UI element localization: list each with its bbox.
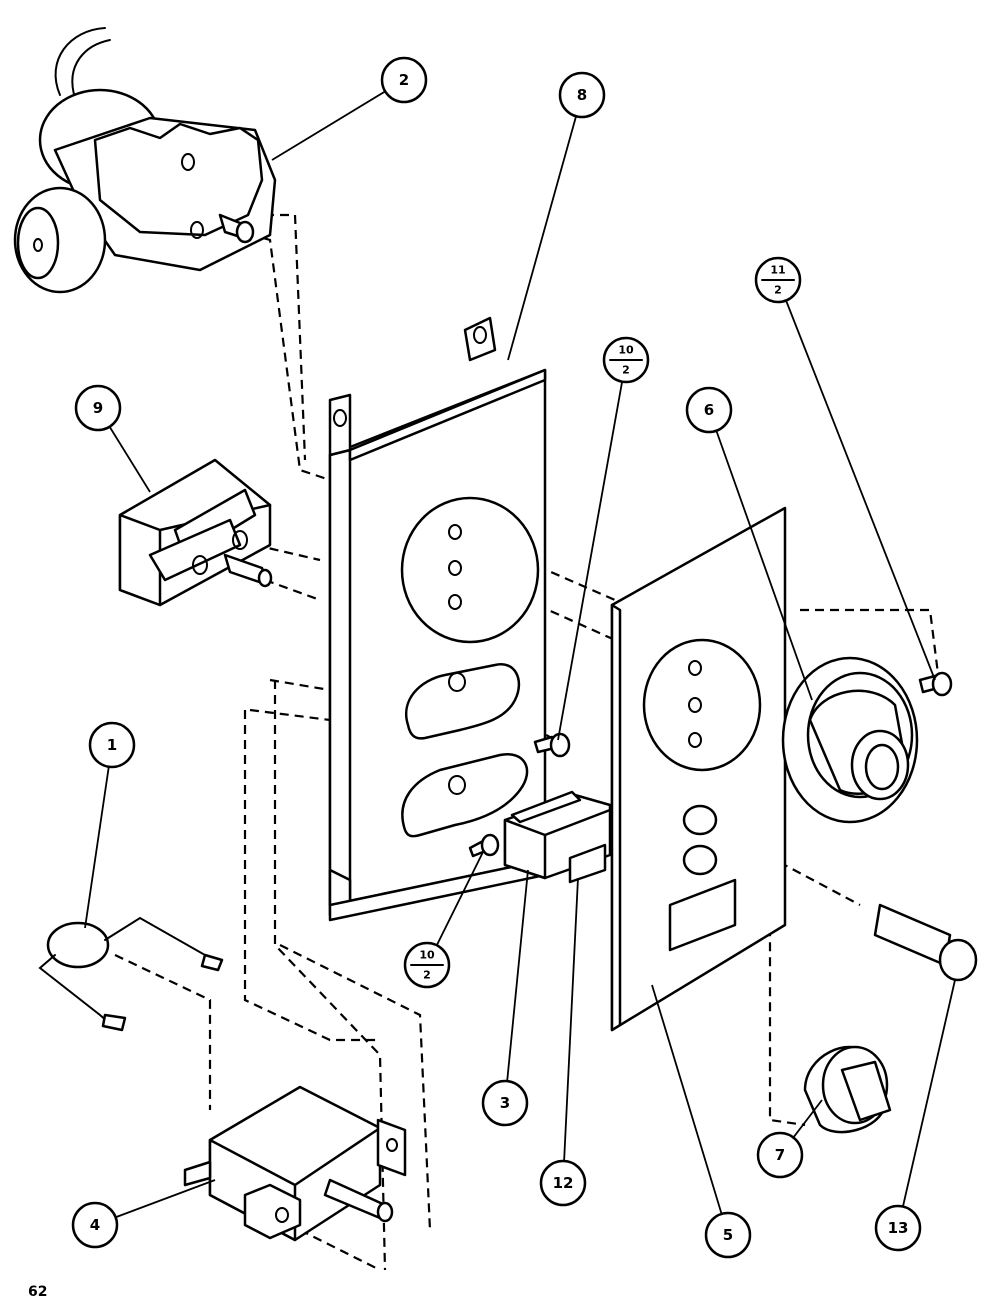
leader-lines (84, 79, 956, 1236)
callout-12: 12 (539, 1159, 587, 1207)
callout-4: 4 (71, 1201, 119, 1249)
svg-text:2: 2 (399, 71, 409, 89)
svg-text:10: 10 (419, 949, 435, 962)
callout-5: 5 (704, 1211, 752, 1259)
timer-motor-assembly (13, 27, 277, 294)
callout-fraction-10-2-lower: 10 2 (403, 941, 451, 989)
svg-text:9: 9 (93, 399, 103, 417)
callout-8: 8 (558, 71, 606, 119)
svg-text:13: 13 (888, 1219, 909, 1237)
temperature-sensor (38, 916, 224, 1032)
svg-text:1: 1 (107, 736, 117, 754)
svg-text:6: 6 (704, 401, 714, 419)
terminal-block (118, 458, 273, 607)
svg-text:2: 2 (423, 969, 431, 982)
screw-upper (533, 732, 571, 758)
svg-text:2: 2 (622, 364, 630, 377)
callout-fraction-10-2-upper: 10 2 (602, 336, 650, 384)
svg-text:11: 11 (770, 264, 785, 277)
relay-module (183, 1085, 407, 1242)
screw-right (918, 671, 953, 697)
callout-3: 3 (481, 1079, 529, 1127)
callout-fraction-11-2: 11 2 (754, 256, 802, 304)
push-switch (503, 790, 612, 884)
svg-text:8: 8 (577, 86, 587, 104)
callout-2: 2 (380, 56, 428, 104)
page-number: 62 (28, 1284, 47, 1300)
svg-text:5: 5 (723, 1226, 733, 1244)
control-knob (781, 656, 919, 824)
svg-text:12: 12 (553, 1174, 574, 1192)
selector-knob (803, 1045, 892, 1134)
callout-7: 7 (756, 1131, 804, 1179)
svg-text:2: 2 (774, 284, 782, 297)
callout-13: 13 (874, 1204, 922, 1252)
face-plate (610, 506, 787, 1032)
svg-text:7: 7 (775, 1146, 785, 1164)
svg-text:3: 3 (500, 1094, 510, 1112)
svg-text:10: 10 (618, 344, 634, 357)
callout-9: 9 (74, 384, 122, 432)
svg-text:4: 4 (90, 1216, 100, 1234)
control-bracket (328, 316, 547, 922)
callout-6: 6 (685, 386, 733, 434)
callout-1: 1 (88, 721, 136, 769)
push-rod (873, 903, 978, 982)
screw-lower (468, 833, 500, 858)
